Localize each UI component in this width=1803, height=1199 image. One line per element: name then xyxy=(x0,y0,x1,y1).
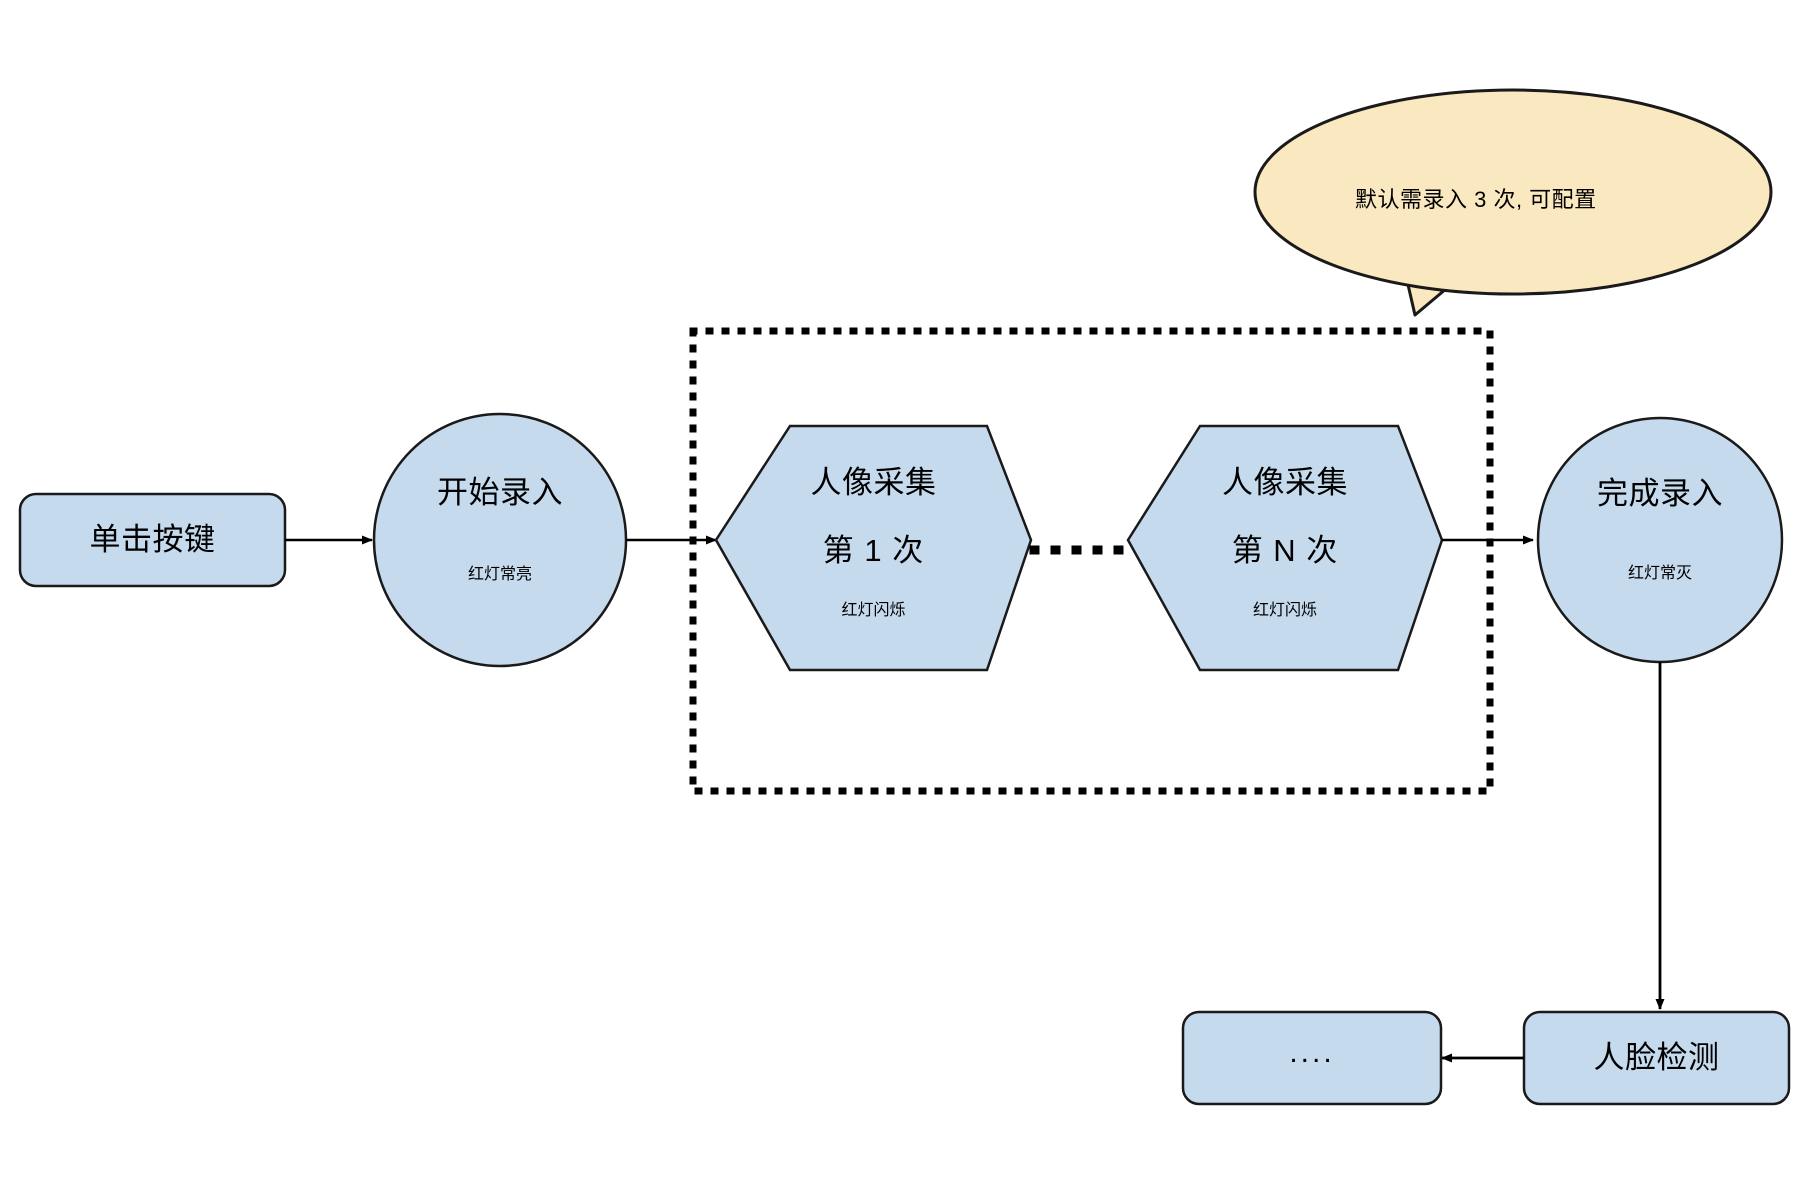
node-face-detect-shape[interactable] xyxy=(1522,1010,1791,1106)
node-capture-n-shape[interactable] xyxy=(1126,424,1444,672)
node-start-enroll-shape[interactable] xyxy=(372,412,628,668)
node-more-shape[interactable] xyxy=(1181,1010,1443,1106)
node-finish-enroll-shape[interactable] xyxy=(1536,416,1784,664)
callout-note-text: 默认需录入 3 次, 可配置 xyxy=(1355,187,1597,212)
capture-loop-group-border xyxy=(689,327,1494,795)
node-capture-1-shape[interactable] xyxy=(714,424,1033,672)
callout-bubble[interactable] xyxy=(1253,88,1773,296)
node-click-key-shape[interactable] xyxy=(18,492,287,588)
